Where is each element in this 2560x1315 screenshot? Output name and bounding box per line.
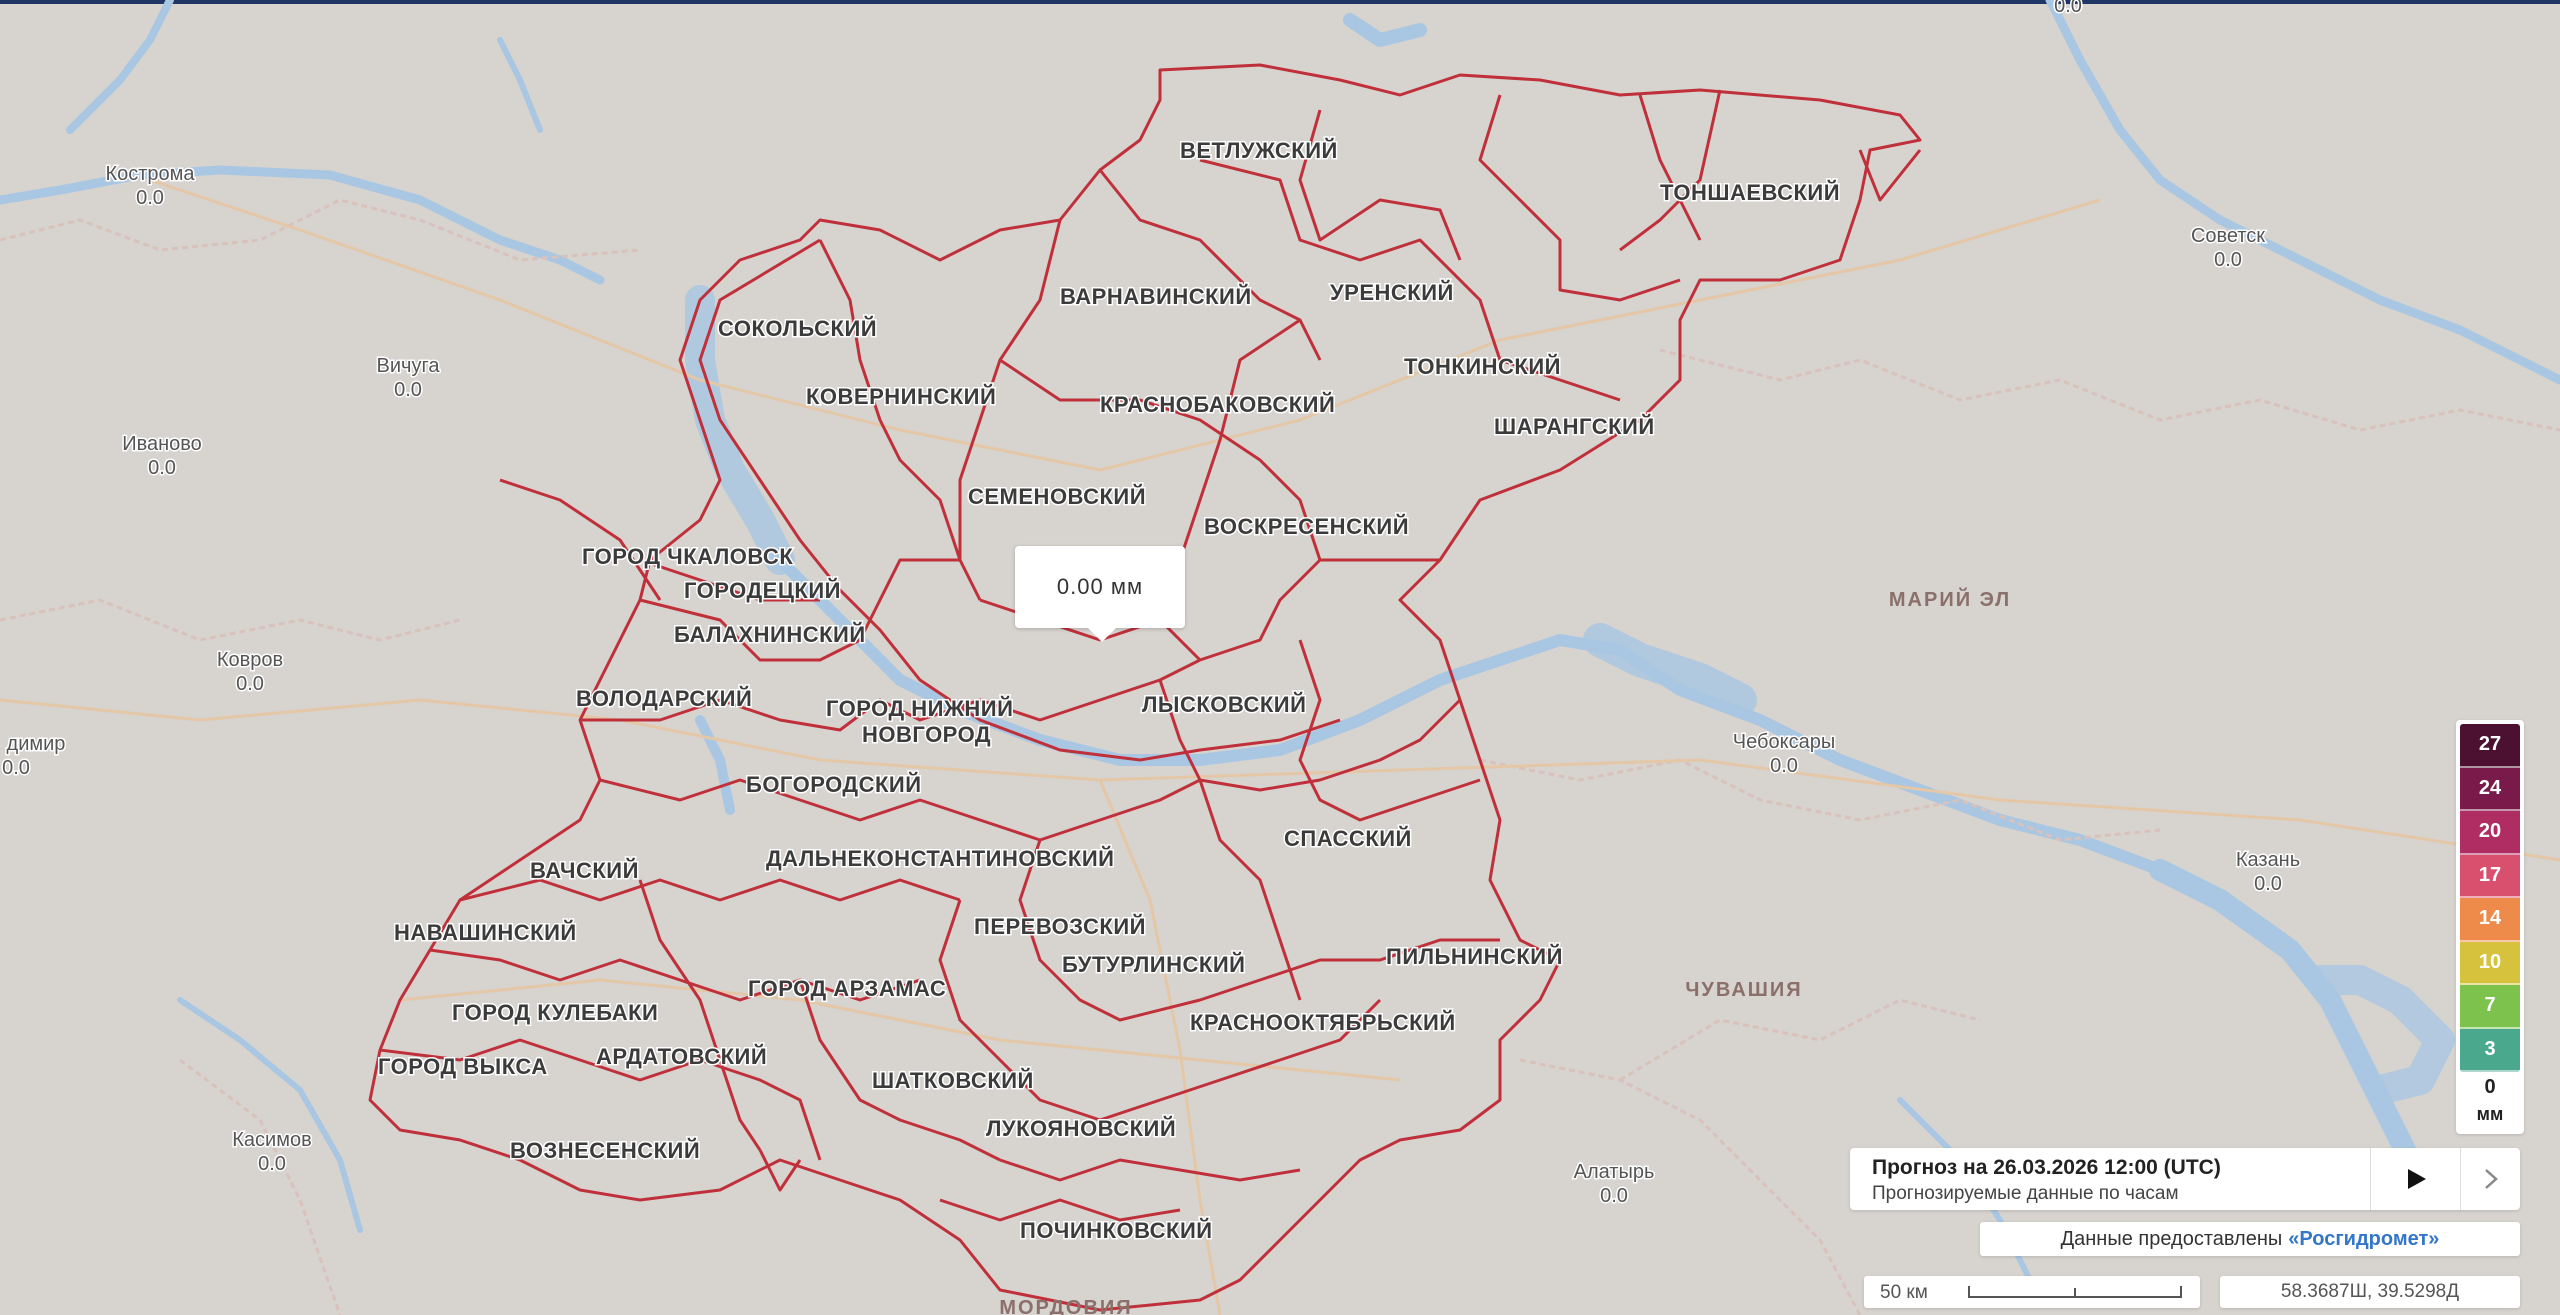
city-label: Казань <box>2236 849 2300 871</box>
district-label: ПИЛЬНИНСКИЙ <box>1386 944 1563 969</box>
district-label: БОГОРОДСКИЙ <box>746 772 922 797</box>
district-label: ЛЫСКОВСКИЙ <box>1142 692 1306 717</box>
region-borders <box>0 198 2560 1315</box>
district-label: КРАСНОБАКОВСКИЙ <box>1100 392 1335 417</box>
district-label: УРЕНСКИЙ <box>1330 280 1454 305</box>
forecast-text: Прогноз на 26.03.2026 12:00 (UTC) Прогно… <box>1872 1156 2372 1205</box>
legend-step: 27 <box>2460 724 2520 768</box>
city-value: 0.0 <box>2254 873 2282 895</box>
district-label: КРАСНООКТЯБРЬСКИЙ <box>1190 1010 1456 1035</box>
district-label: БАЛАХНИНСКИЙ <box>674 622 866 647</box>
district-label: ГОРОДЕЦКИЙ <box>684 578 841 603</box>
legend-step: 17 <box>2460 854 2520 898</box>
district-label: ТОНШАЕВСКИЙ <box>1660 180 1840 205</box>
forecast-panel: Прогноз на 26.03.2026 12:00 (UTC) Прогно… <box>1850 1148 2520 1210</box>
forecast-title: Прогноз на 26.03.2026 12:00 (UTC) <box>1872 1156 2221 1179</box>
cursor-coordinates: 58.3687Ш, 39.5298Д <box>2220 1276 2520 1308</box>
district-label: ГОРОД АРЗАМАС <box>748 976 946 1001</box>
legend-unit: мм <box>2476 1104 2504 1124</box>
city-label: Касимов <box>232 1129 311 1151</box>
city-value: 0.0 <box>1770 755 1798 777</box>
district-label: ДАЛЬНЕКОНСТАНТИНОВСКИЙ <box>766 846 1114 871</box>
city-label: димир <box>7 733 66 755</box>
district-label: ГОРОД ЧКАЛОВСК <box>582 544 793 569</box>
attribution-text: Данные предоставлены <box>2060 1227 2283 1250</box>
city-label: Советск <box>2191 225 2265 247</box>
legend-step: 10 <box>2460 941 2520 985</box>
rosgidromet-link[interactable]: «Росгидромет» <box>2288 1227 2440 1250</box>
district-label: ГОРОД НИЖНИЙ <box>826 696 1013 721</box>
legend-step: 20 <box>2460 811 2520 855</box>
city-value: 0.0 <box>2214 249 2242 271</box>
roads <box>0 178 2560 1315</box>
district-label: ГОРОД КУЛЕБАКИ <box>452 1000 658 1025</box>
attribution: Данные предоставлены «Росгидромет» <box>1980 1222 2520 1256</box>
oka-volga-river <box>698 238 1341 762</box>
district-label: ПЕРЕВОЗСКИЙ <box>974 914 1146 939</box>
district-label: ВОСКРЕСЕНСКИЙ <box>1204 514 1409 539</box>
district-label: НАВАШИНСКИЙ <box>394 920 577 945</box>
city-value: 0.0 <box>394 379 422 401</box>
district-label: ВАЧСКИЙ <box>530 858 639 883</box>
city-label: Ковров <box>217 649 283 671</box>
legend-zero: 0 <box>2484 1076 2496 1098</box>
district-label: АРДАТОВСКИЙ <box>596 1044 767 1069</box>
scale-bar <box>1968 1286 2182 1298</box>
region-labels: МАРИЙ ЭЛ ЧУВАШИЯ МОРДОВИЯ <box>999 587 2011 1315</box>
city-value: 0.0 <box>148 457 176 479</box>
next-button[interactable] <box>2460 1148 2521 1210</box>
value-tooltip: 0.00 мм <box>1015 546 1185 642</box>
city-label: Вичуга <box>377 355 441 377</box>
city-value: 0.0 <box>2054 0 2082 17</box>
legend-step: 24 <box>2460 767 2520 811</box>
city-value: 0.0 <box>136 187 164 209</box>
district-label: ВЕТЛУЖСКИЙ <box>1180 138 1338 163</box>
play-icon <box>2408 1169 2426 1189</box>
map-scale: 50 км <box>1864 1276 2200 1308</box>
chevron-right-icon <box>2485 1169 2498 1189</box>
city-value: 0.0 <box>258 1153 286 1175</box>
district-label: ВАРНАВИНСКИЙ <box>1060 284 1252 309</box>
district-label: КОВЕРНИНСКИЙ <box>806 384 996 409</box>
district-label: СОКОЛЬСКИЙ <box>718 316 877 341</box>
city-value: 0.0 <box>2 757 30 779</box>
forecast-subtitle: Прогнозируемые данные по часам <box>1872 1183 2179 1204</box>
city-label: Иваново <box>122 433 202 455</box>
district-label: СЕМЕНОВСКИЙ <box>968 484 1146 509</box>
city-value: 0.0 <box>236 673 264 695</box>
district-labels: ВЕТЛУЖСКИЙ ТОНШАЕВСКИЙ ВАРНАВИНСКИЙ УРЕН… <box>377 137 1842 1245</box>
region-label: ЧУВАШИЯ <box>1685 979 1802 1001</box>
city-value: 0.0 <box>1600 1185 1628 1207</box>
district-label: ВОЛОДАРСКИЙ <box>576 686 752 711</box>
city-label: Кострома <box>105 163 195 185</box>
city-label: Алатырь <box>1574 1161 1655 1183</box>
district-borders <box>368 63 1922 1312</box>
district-label: НОВГОРОД <box>862 722 991 747</box>
district-label: ЛУКОЯНОВСКИЙ <box>986 1116 1176 1141</box>
district-label: СПАССКИЙ <box>1284 826 1412 851</box>
top-bar <box>0 0 2560 4</box>
district-label: ГОРОД ВЫКСА <box>378 1054 548 1079</box>
district-label: ШАТКОВСКИЙ <box>872 1068 1034 1093</box>
play-button[interactable] <box>2370 1148 2461 1210</box>
legend-step: 3 <box>2460 1028 2520 1072</box>
district-label: ВОЗНЕСЕНСКИЙ <box>510 1138 700 1163</box>
tooltip-value: 0.00 мм <box>1056 574 1144 599</box>
district-label: ШАРАНГСКИЙ <box>1494 414 1655 439</box>
city-label: Чебоксары <box>1733 731 1835 753</box>
city-labels: Кострома 0.0 Вичуга 0.0 Иваново 0.0 Ковр… <box>1 0 2302 1209</box>
district-label: ПОЧИНКОВСКИЙ <box>1020 1218 1213 1243</box>
district-label: БУТУРЛИНСКИЙ <box>1062 952 1245 977</box>
region-label: МОРДОВИЯ <box>999 1297 1132 1315</box>
scale-label: 50 км <box>1880 1282 1928 1303</box>
region-label: МАРИЙ ЭЛ <box>1889 587 2011 611</box>
district-label: ТОНКИНСКИЙ <box>1404 354 1561 379</box>
legend-step: 14 <box>2460 898 2520 942</box>
coordinates-text: 58.3687Ш, 39.5298Д <box>2280 1281 2460 1302</box>
legend-step: 7 <box>2460 985 2520 1029</box>
